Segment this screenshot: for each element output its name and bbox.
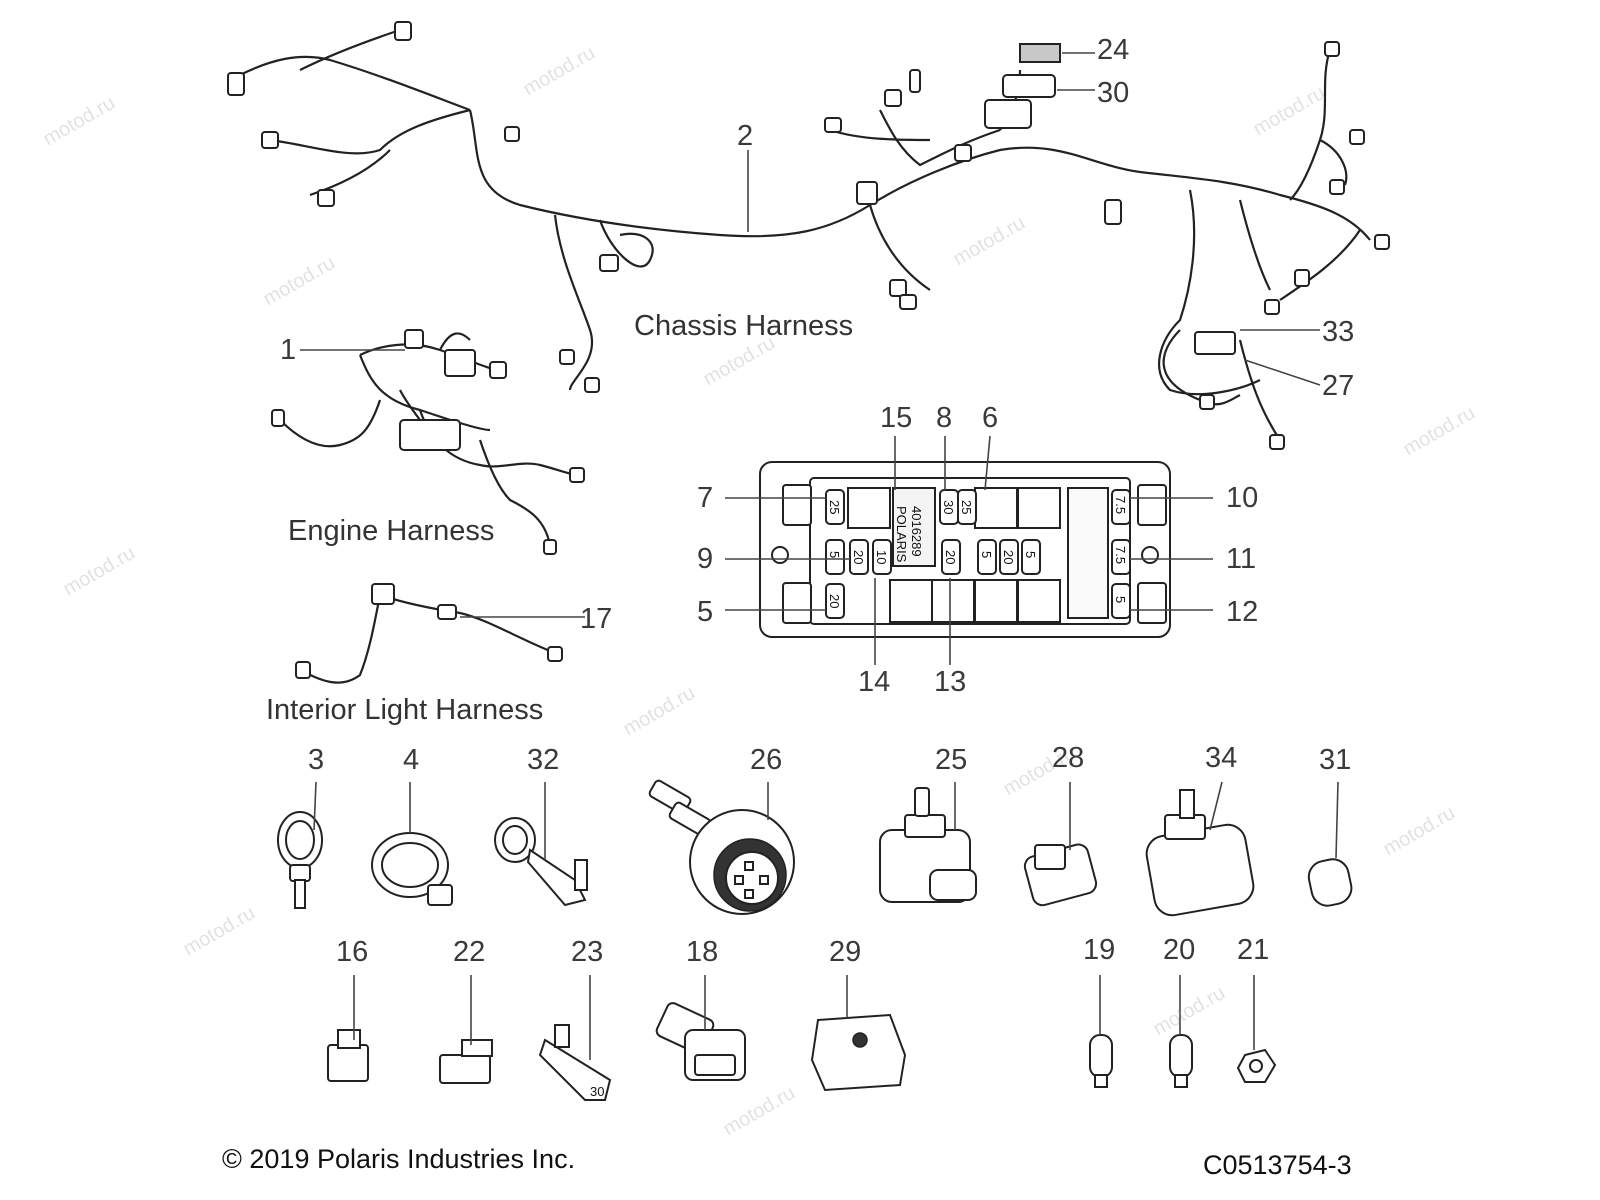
copyright-text: © 2019 Polaris Industries Inc.: [222, 1144, 576, 1174]
callout-6: 6: [982, 402, 999, 434]
fuse-box-brand: POLARIS 4016289: [894, 506, 924, 563]
callout-22: 22: [453, 936, 486, 968]
callout-31: 31: [1319, 744, 1352, 776]
callout-1: 1: [280, 334, 297, 366]
small-parts-row-2: 30: [327, 975, 1277, 1101]
callout-26: 26: [750, 744, 783, 776]
svg-text:5: 5: [827, 551, 842, 558]
callout-23: 23: [571, 936, 604, 968]
svg-text:POLARIS: POLARIS: [894, 506, 909, 563]
callout-18: 18: [686, 936, 719, 968]
callout-3: 3: [308, 744, 325, 776]
callout-9: 9: [697, 543, 714, 575]
callout-24: 24: [1097, 34, 1130, 66]
chassis-harness-drawing: [227, 21, 1390, 450]
callout-32: 32: [527, 744, 560, 776]
callout-13: 13: [934, 666, 967, 698]
callout-10: 10: [1226, 482, 1259, 514]
callout-8: 8: [936, 402, 953, 434]
svg-text:20: 20: [851, 550, 866, 564]
svg-text:25: 25: [959, 500, 974, 514]
callout-20: 20: [1163, 934, 1196, 966]
callout-19: 19: [1083, 934, 1116, 966]
svg-text:5: 5: [979, 551, 994, 558]
fuse-values: 25 30 25 7.5 5 20 10 20 5 20 5 7.5 20 5: [827, 496, 1128, 608]
svg-text:20: 20: [943, 550, 958, 564]
callout-33: 33: [1322, 316, 1355, 348]
svg-text:5: 5: [1023, 551, 1038, 558]
engine-harness-drawing: [271, 329, 585, 555]
callout-12: 12: [1226, 596, 1259, 628]
callout-7: 7: [697, 482, 714, 514]
interior-light-harness-drawing: [295, 583, 585, 684]
svg-text:30: 30: [941, 500, 956, 514]
callout-11: 11: [1226, 543, 1257, 575]
engine-harness-label: Engine Harness: [288, 515, 495, 547]
callout-27: 27: [1322, 370, 1355, 402]
fuse-box-drawing: POLARIS 4016289 25 30 25 7.5 5 20 10 20 …: [725, 435, 1213, 665]
callout-5: 5: [697, 596, 714, 628]
callout-21: 21: [1237, 934, 1270, 966]
callout-2: 2: [737, 120, 754, 152]
callout-34: 34: [1205, 742, 1238, 774]
callout-15: 15: [880, 402, 913, 434]
callout-25: 25: [935, 744, 968, 776]
svg-text:4016289: 4016289: [909, 506, 924, 557]
svg-text:7.5: 7.5: [1113, 496, 1128, 514]
svg-text:25: 25: [827, 500, 842, 514]
interior-light-harness-label: Interior Light Harness: [266, 694, 544, 726]
svg-text:20: 20: [827, 594, 842, 608]
fuse-23-label: 30: [590, 1084, 604, 1099]
small-parts-row-1: [277, 779, 1353, 917]
svg-text:5: 5: [1113, 596, 1128, 603]
chassis-harness-label: Chassis Harness: [634, 310, 854, 342]
callout-28: 28: [1052, 742, 1085, 774]
svg-text:20: 20: [1001, 550, 1016, 564]
callout-14: 14: [858, 666, 891, 698]
svg-text:10: 10: [874, 550, 889, 564]
callout-4: 4: [403, 744, 420, 776]
part-code: C0513754-3: [1203, 1150, 1352, 1180]
callout-16: 16: [336, 936, 369, 968]
svg-text:7.5: 7.5: [1113, 546, 1128, 564]
callout-30: 30: [1097, 77, 1130, 109]
callout-17: 17: [580, 603, 613, 635]
callout-29: 29: [829, 936, 862, 968]
